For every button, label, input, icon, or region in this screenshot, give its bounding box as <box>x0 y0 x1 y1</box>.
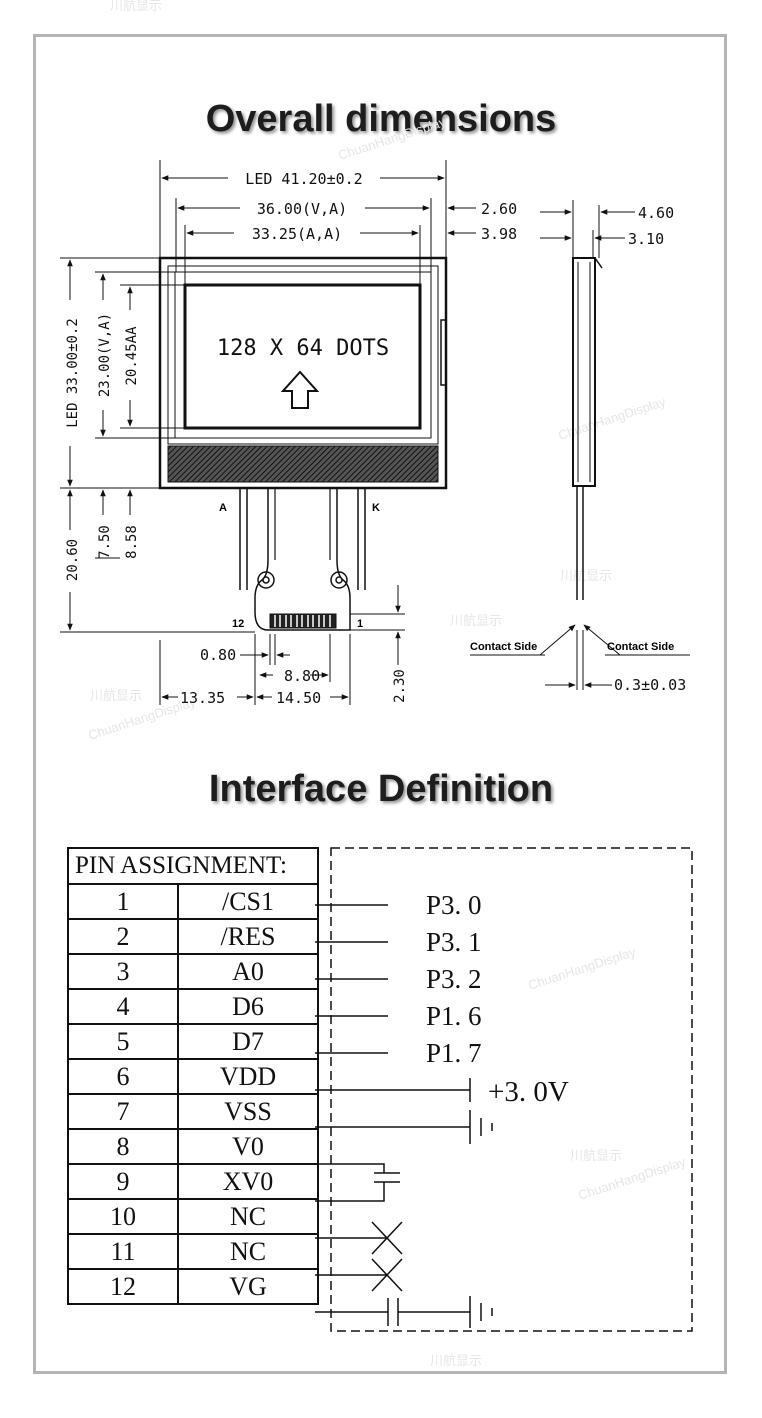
pin-signal: /CS1 <box>177 883 319 920</box>
connection-labels: P3. 0 P3. 1 P3. 2 P1. 6 P1. 7 +3. 0V <box>426 890 569 1108</box>
pin-signal: NC <box>177 1198 319 1235</box>
dim-pad-width: 0.80 <box>200 646 236 664</box>
active-area <box>183 283 422 430</box>
watermark-cn: 川航显示 <box>110 0 162 13</box>
pin-number: 5 <box>67 1023 179 1060</box>
conn-vdd: +3. 0V <box>488 1076 569 1108</box>
pin-number: 3 <box>67 953 179 990</box>
pin-number: 12 <box>67 1268 179 1305</box>
pin-number: 1 <box>67 883 179 920</box>
pin-signal: /RES <box>177 918 319 955</box>
contact-side-left: Contact Side <box>470 641 537 653</box>
pin-number: 2 <box>67 918 179 955</box>
watermark-cn: 川航显示 <box>430 1353 482 1368</box>
cathode-label: K <box>372 502 380 514</box>
pin-number: 11 <box>67 1233 179 1270</box>
table-row: 2/RES <box>67 918 319 955</box>
dim-pin-span: 8.80 <box>284 667 320 685</box>
dim-lead-b: 8.58 <box>124 525 140 559</box>
pin-12-label: 12 <box>232 618 244 630</box>
top-dimensions <box>159 160 476 285</box>
watermark-cn: 川航显示 <box>450 613 502 628</box>
dim-side-1: 4.60 <box>638 204 674 222</box>
pin-signal: XV0 <box>177 1163 319 1200</box>
pin-assignment-header: PIN ASSIGNMENT: <box>67 847 319 885</box>
watermark-en: ChuanHangDisplay <box>526 944 638 993</box>
dim-fpc-width: 14.50 <box>276 689 321 707</box>
dim-lead-total: 20.60 <box>65 539 81 581</box>
dim-lead-a: 7.50 <box>97 525 113 559</box>
pin-signal: D7 <box>177 1023 319 1060</box>
pin-signal: VSS <box>177 1093 319 1130</box>
pin-signal: D6 <box>177 988 319 1025</box>
pin-signal: VDD <box>177 1058 319 1095</box>
display-label: 128 X 64 DOTS <box>217 336 389 361</box>
interface-schematic <box>315 847 693 1332</box>
up-arrow-icon <box>280 370 320 409</box>
dim-left-offset: 13.35 <box>180 689 225 707</box>
anode-label: A <box>219 502 227 514</box>
dim-right-offset-2: 3.98 <box>481 225 517 243</box>
watermark-cn: 川航显示 <box>90 688 142 703</box>
pin-number: 7 <box>67 1093 179 1130</box>
watermark-cn: 川航显示 <box>570 1148 622 1163</box>
pin-signal: VG <box>177 1268 319 1305</box>
dim-va-height: 23.00(V,A) <box>97 313 113 397</box>
table-header-row: PIN ASSIGNMENT: <box>67 847 319 885</box>
side-view <box>470 200 690 690</box>
interface-definition-title: Interface Definition <box>208 768 554 810</box>
side-tab <box>440 319 447 386</box>
dim-side-2: 3.10 <box>628 230 664 248</box>
dim-side-bottom: 0.3±0.03 <box>614 676 686 694</box>
dim-led-height: LED 33.00±0.2 <box>65 318 81 428</box>
dim-va-width: 36.00(V,A) <box>257 200 347 218</box>
dim-aa-width: 33.25(A,A) <box>252 225 342 243</box>
pin-number: 4 <box>67 988 179 1025</box>
overall-dimensions-title: Overall dimensions <box>205 98 557 140</box>
dim-right-offset-1: 2.60 <box>481 200 517 218</box>
outer-frame <box>33 34 727 1374</box>
watermark-en: ChuanHangDisplay <box>336 114 448 163</box>
pin-1-label: 1 <box>357 618 363 630</box>
pin-signal: V0 <box>177 1128 319 1165</box>
conn-p17: P1. 7 <box>426 1038 482 1068</box>
pin-number: 10 <box>67 1198 179 1235</box>
left-dimensions <box>60 257 255 633</box>
front-view <box>158 256 448 631</box>
dim-pad-height: 2.30 <box>392 669 408 703</box>
contact-side-right: Contact Side <box>607 641 674 653</box>
conn-p30: P3. 0 <box>426 890 482 920</box>
fpc-outline <box>254 488 351 631</box>
bottom-dimensions <box>159 585 405 705</box>
conn-p32: P3. 2 <box>426 964 482 994</box>
bezel-outline <box>174 271 432 439</box>
pin-number: 9 <box>67 1163 179 1200</box>
pin-signal: A0 <box>177 953 319 990</box>
pin-signal: NC <box>177 1233 319 1270</box>
watermark-cn: 川航显示 <box>560 568 612 583</box>
glass-outline <box>167 265 439 445</box>
pin-number: 6 <box>67 1058 179 1095</box>
table-row: 1/CS1 <box>67 883 319 920</box>
dim-led-width: LED 41.20±0.2 <box>245 170 362 188</box>
dim-aa-height: 20.45AA <box>124 326 140 386</box>
hatched-strip <box>167 445 439 483</box>
conn-p16: P1. 6 <box>426 1001 482 1031</box>
pin-number: 8 <box>67 1128 179 1165</box>
conn-p31: P3. 1 <box>426 927 482 957</box>
